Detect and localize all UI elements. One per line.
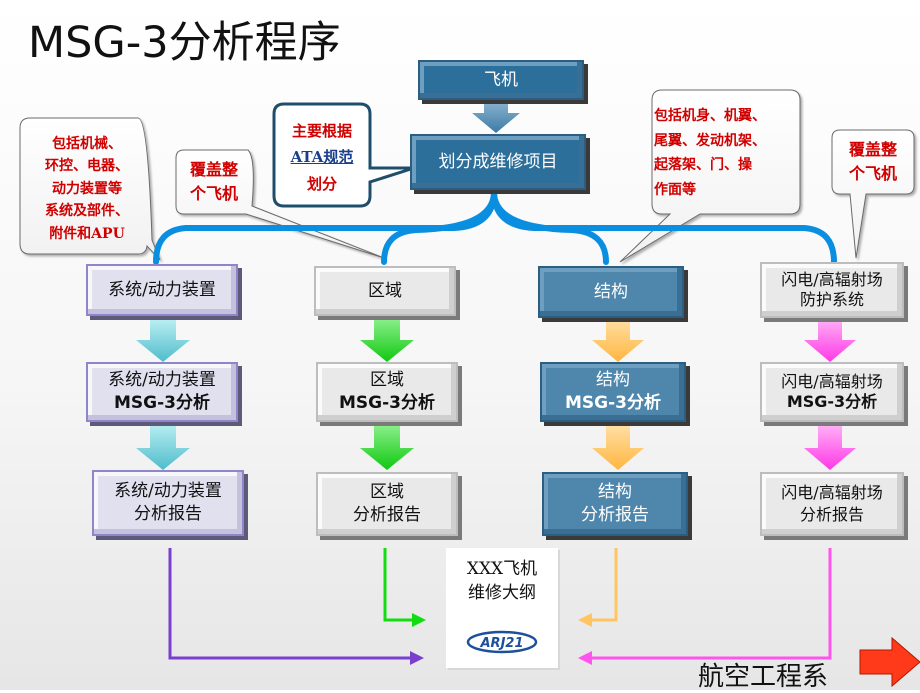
- zonal-msg3-box: 区域 MSG-3分析: [316, 362, 458, 422]
- arrows-systems: [136, 320, 190, 470]
- callout-structure: 包括机身、机翼、 尾翼、发动机架、 起落架、门、操 作面等: [654, 104, 798, 202]
- structure-category-box: 结构: [538, 266, 684, 318]
- aircraft-box: 飞机: [418, 60, 584, 100]
- systems-category-box: 系统/动力装置: [86, 264, 238, 316]
- structure-report-line2: 分析报告: [581, 505, 649, 525]
- callout-systems-line: 环控、电器、: [45, 158, 129, 175]
- ata-callout-line2: ATA规范: [290, 148, 354, 167]
- divide-box: 划分成维修项目: [410, 134, 586, 190]
- systems-category-label: 系统/动力装置: [108, 279, 216, 300]
- structure-category-label: 结构: [594, 281, 628, 302]
- zonal-report-line2: 分析报告: [353, 505, 421, 525]
- systems-report-line2: 分析报告: [134, 504, 202, 524]
- structure-msg3-line2: MSG-3分析: [565, 393, 661, 413]
- arrows-structure: [592, 318, 644, 470]
- lightning-report-line2: 分析报告: [799, 505, 864, 524]
- lightning-category-line1: 闪电/高辐射场: [781, 270, 883, 289]
- structure-report-box: 结构 分析报告: [542, 472, 688, 536]
- structure-msg3-line1: 结构: [596, 370, 630, 391]
- systems-report-line1: 系统/动力装置: [114, 481, 222, 502]
- aircraft-label: 飞机: [484, 69, 518, 90]
- callout-systems: 包括机械、 环控、电器、 动力装置等 系统及部件、 附件和APU: [22, 133, 152, 245]
- systems-msg3-box: 系统/动力装置 MSG-3分析: [86, 362, 238, 422]
- callout-systems-line: 系统及部件、: [45, 203, 129, 220]
- lightning-category-line2: 防护系统: [799, 290, 864, 309]
- callout-lightning-line: 个飞机: [848, 164, 897, 183]
- callout-lightning-line: 覆盖整: [848, 140, 897, 159]
- connector-structure: [578, 548, 618, 627]
- callout-systems-line: 动力装置等: [52, 180, 122, 197]
- callout-zonal: 覆盖整 个飞机: [178, 158, 250, 206]
- zonal-msg3-line1: 区域: [370, 370, 404, 391]
- document-line1: XXX飞机: [466, 559, 538, 579]
- callout-zonal-line: 个飞机: [189, 184, 238, 203]
- category-bracket: [153, 189, 837, 265]
- callout-systems-line: 包括机械、: [52, 136, 122, 152]
- document-title: XXX飞机 维修大纲: [446, 558, 558, 606]
- lightning-report-box: 闪电/高辐射场 分析报告: [760, 472, 904, 536]
- ata-callout: 主要根据 ATA规范 划分: [276, 118, 368, 197]
- callout-bubble-lightning: [831, 129, 915, 259]
- arrows-zonal: [360, 318, 414, 470]
- lightning-report-line1: 闪电/高辐射场: [781, 483, 883, 503]
- document-line2: 维修大纲: [468, 582, 536, 603]
- callout-bubble-zonal: [175, 149, 385, 259]
- ata-callout-line3: 划分: [306, 174, 337, 193]
- callout-structure-line: 作面等: [654, 181, 696, 198]
- zonal-report-line1: 区域: [370, 482, 404, 503]
- footer-department: 航空工程系: [698, 662, 829, 692]
- systems-msg3-line2: MSG-3分析: [114, 393, 210, 413]
- callout-structure-line: 包括机身、机翼、: [654, 108, 766, 124]
- arrows-lightning: [804, 318, 856, 470]
- callout-structure-line: 起落架、门、操: [654, 157, 752, 173]
- connector-zonal: [383, 548, 426, 627]
- callout-structure-line: 尾翼、发动机架、: [654, 132, 766, 149]
- arj21-logo: ARJ21: [466, 630, 538, 654]
- callout-systems-line: 附件和APU: [49, 225, 125, 242]
- structure-msg3-box: 结构 MSG-3分析: [540, 362, 686, 422]
- systems-report-box: 系统/动力装置 分析报告: [92, 470, 244, 536]
- lightning-category-box: 闪电/高辐射场 防护系统: [760, 262, 904, 318]
- connector-lightning: [578, 548, 832, 665]
- zonal-report-box: 区域 分析报告: [316, 472, 458, 536]
- arj21-logo-text: ARJ21: [480, 636, 524, 651]
- callout-zonal-line: 覆盖整: [189, 160, 238, 179]
- maintenance-program-document: XXX飞机 维修大纲 ARJ21: [446, 548, 558, 668]
- callout-bubble-structure: [619, 89, 801, 263]
- callout-bubble-systems: [19, 117, 161, 261]
- arrow-aircraft-to-divide: [472, 99, 520, 133]
- zonal-msg3-line2: MSG-3分析: [339, 393, 435, 413]
- lightning-msg3-line2: MSG-3分析: [786, 392, 878, 411]
- next-slide-arrow-icon[interactable]: [859, 636, 920, 688]
- zonal-category-box: 区域: [314, 266, 456, 316]
- page-title: MSG-3分析程序: [28, 18, 341, 68]
- lightning-msg3-box: 闪电/高辐射场 MSG-3分析: [760, 362, 904, 422]
- callout-lightning: 覆盖整 个飞机: [834, 138, 912, 186]
- ata-callout-line1: 主要根据: [291, 122, 352, 140]
- zonal-category-label: 区域: [368, 280, 402, 301]
- systems-msg3-line1: 系统/动力装置: [108, 370, 216, 391]
- divide-label: 划分成维修项目: [438, 151, 558, 172]
- callout-bubble-ata: [272, 102, 415, 208]
- structure-report-line1: 结构: [598, 482, 632, 503]
- lightning-msg3-line1: 闪电/高辐射场: [781, 372, 883, 391]
- connector-systems: [168, 548, 424, 665]
